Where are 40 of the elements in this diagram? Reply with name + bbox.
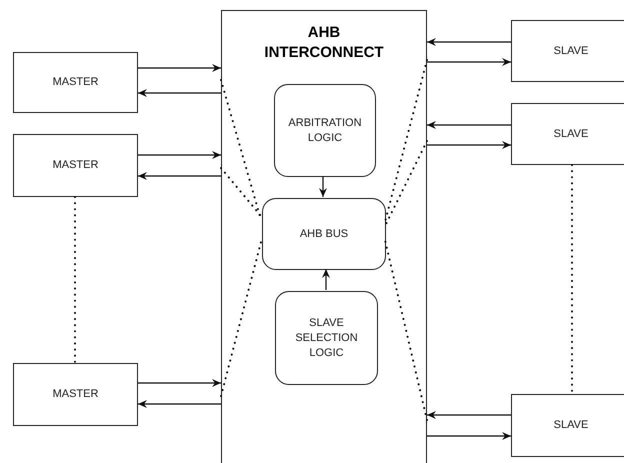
arrow <box>427 141 511 149</box>
arrow <box>138 400 221 408</box>
block-label: SLAVE <box>552 126 590 142</box>
arrow <box>427 38 511 46</box>
block-label: SLAVE SELECTION LOGIC <box>294 316 359 360</box>
dotted-line <box>220 241 262 397</box>
arrow <box>427 411 511 419</box>
arrow <box>427 432 511 440</box>
block-label: MASTER <box>52 75 100 90</box>
interconnect-box <box>221 10 427 463</box>
module-box <box>511 394 624 457</box>
block-label: SLAVE <box>552 44 590 58</box>
dotted-line <box>384 59 428 223</box>
interconnect-title: AHB INTERCONNECT <box>263 23 385 63</box>
module-box <box>13 134 138 197</box>
dotted-line <box>384 239 428 421</box>
arrow <box>138 89 221 97</box>
block-label: SLAVE <box>552 418 590 433</box>
arrow <box>319 176 327 197</box>
dotted-line <box>220 167 262 217</box>
arrow <box>322 269 330 290</box>
module-box <box>13 52 138 113</box>
logic-block <box>275 291 378 385</box>
logic-block <box>274 84 376 177</box>
block-label: MASTER <box>52 387 100 402</box>
block-label: MASTER <box>52 158 100 173</box>
module-box <box>511 20 624 82</box>
dotted-line <box>74 196 76 364</box>
arrow <box>138 172 221 180</box>
block-label: ARBITRATION LOGIC <box>287 116 363 146</box>
logic-block <box>262 198 386 270</box>
arrow <box>427 121 511 129</box>
arrow <box>427 58 511 66</box>
dotted-line <box>384 140 428 227</box>
module-box <box>511 103 624 165</box>
block-label: AHB BUS <box>298 226 350 242</box>
arrow <box>138 151 221 159</box>
arrow <box>138 64 221 72</box>
module-box <box>13 363 138 426</box>
arrow <box>138 379 221 387</box>
